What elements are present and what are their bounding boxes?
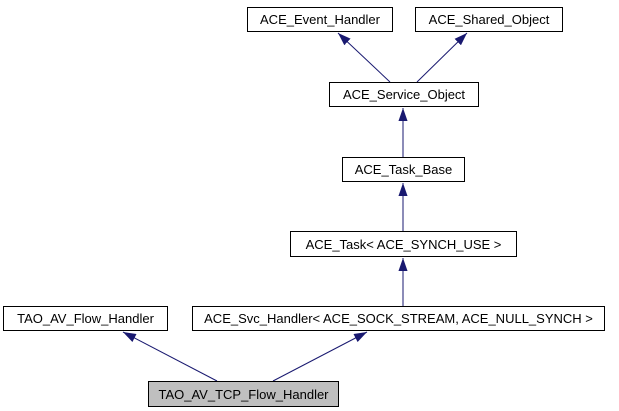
edge-service-object-to-shared-object [416, 32, 468, 83]
edge-tcp-flow-handler-to-flow-handler [122, 331, 218, 382]
node-tao-av-flow-handler[interactable]: TAO_AV_Flow_Handler [3, 306, 168, 331]
node-tao-av-tcp-flow-handler: TAO_AV_TCP_Flow_Handler [148, 381, 339, 407]
node-ace-event-handler[interactable]: ACE_Event_Handler [247, 7, 393, 32]
node-ace-svc-handler[interactable]: ACE_Svc_Handler< ACE_SOCK_STREAM, ACE_NU… [192, 306, 605, 331]
node-ace-task-base[interactable]: ACE_Task_Base [342, 157, 465, 182]
node-ace-service-object[interactable]: ACE_Service_Object [329, 82, 479, 107]
node-ace-task[interactable]: ACE_Task< ACE_SYNCH_USE > [290, 231, 517, 257]
node-ace-shared-object[interactable]: ACE_Shared_Object [415, 7, 563, 32]
edge-tcp-flow-handler-to-svc-handler [272, 331, 368, 382]
edge-service-object-to-event-handler [337, 32, 391, 83]
